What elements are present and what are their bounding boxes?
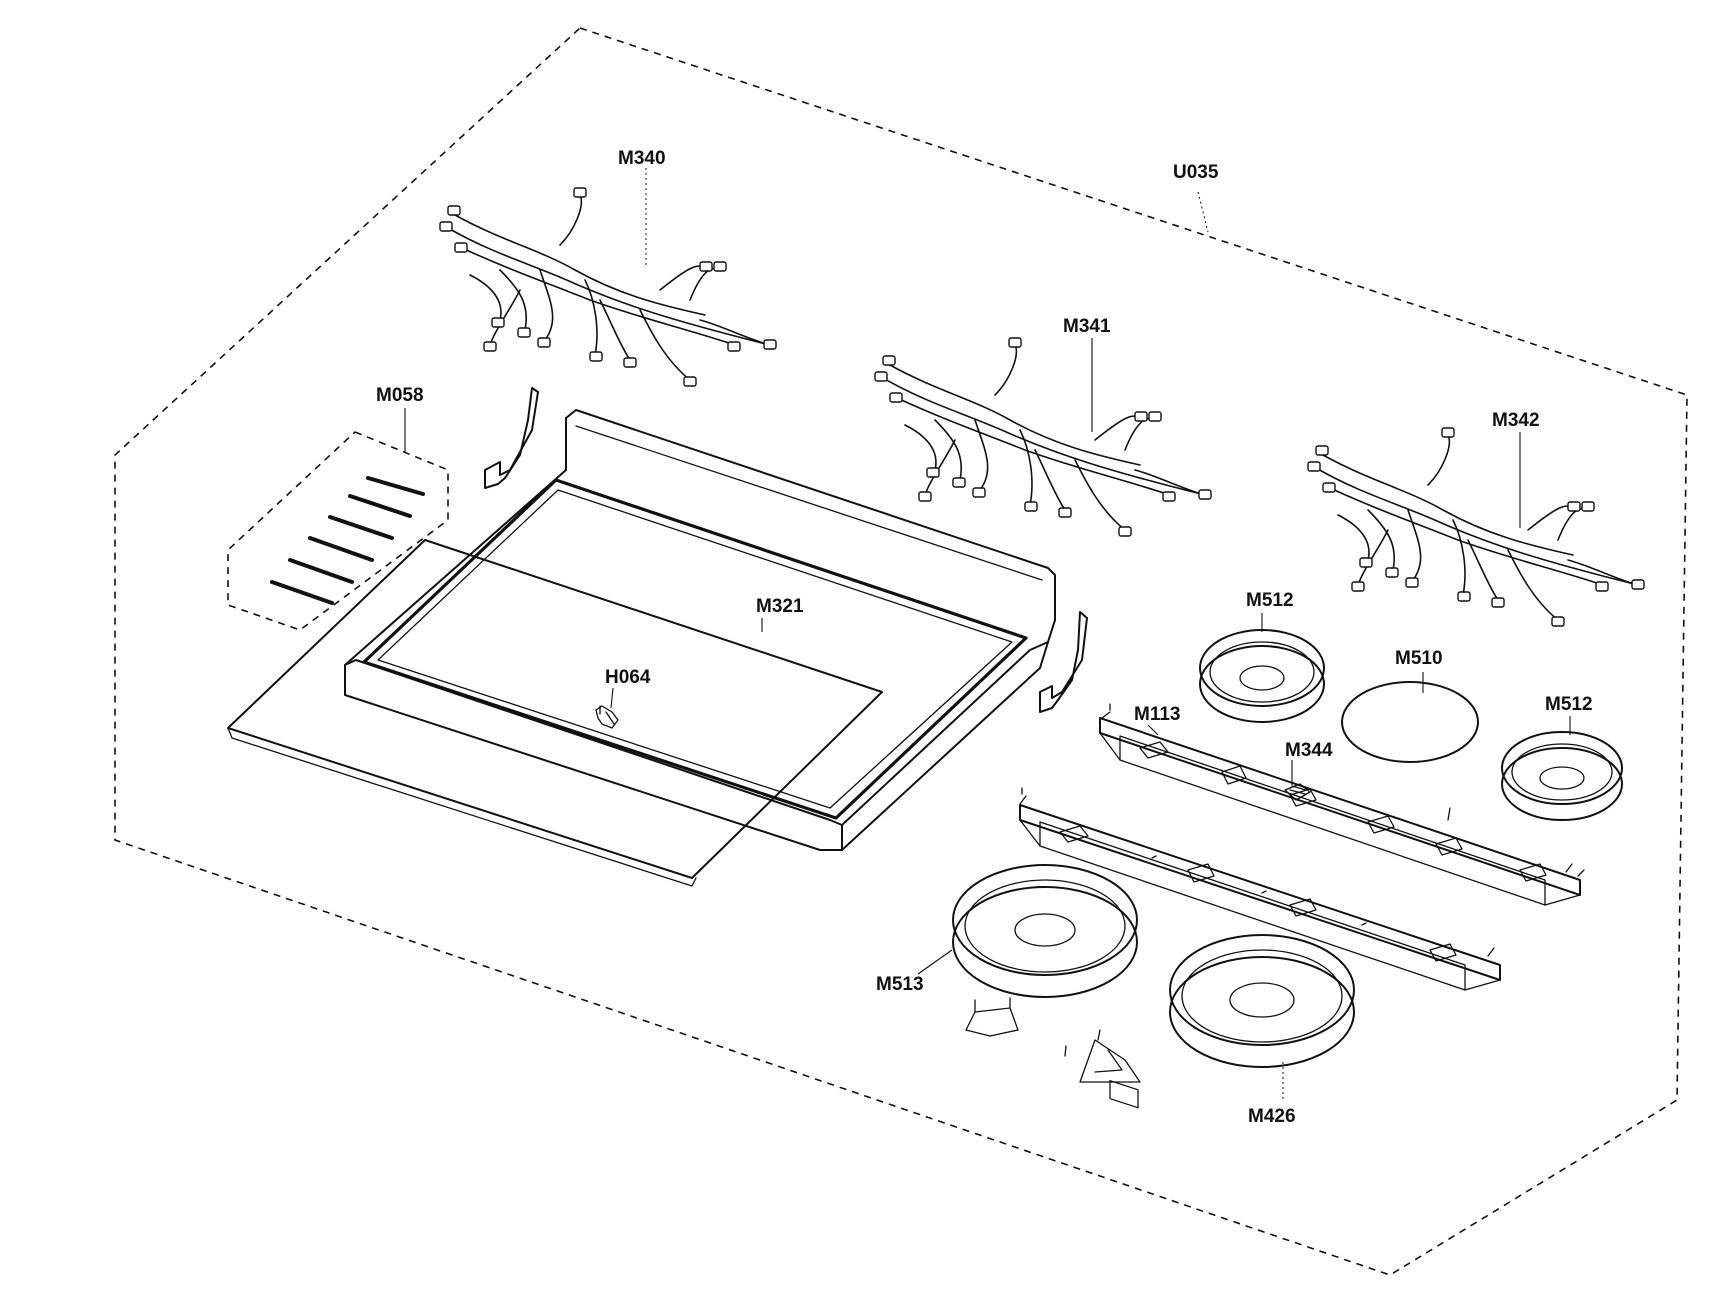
label-m512-right: M512 bbox=[1545, 694, 1593, 715]
drip-pan-m510 bbox=[1341, 681, 1479, 763]
cooktop-frame bbox=[344, 409, 1056, 851]
support-bar-lower bbox=[1019, 787, 1501, 991]
label-m342: M342 bbox=[1492, 410, 1540, 431]
part-labels: U035 M340 M341 M342 M058 M321 H064 M512 … bbox=[376, 148, 1593, 1127]
drip-ring-m513 bbox=[952, 864, 1138, 998]
label-m512-top: M512 bbox=[1246, 590, 1294, 611]
screw-h064 bbox=[595, 705, 619, 729]
drip-ring-m426 bbox=[1169, 934, 1355, 1068]
drip-ring-m512-right bbox=[1501, 731, 1623, 821]
label-m321: M321 bbox=[756, 596, 804, 617]
label-m341: M341 bbox=[1063, 316, 1111, 337]
wire-harness-m342 bbox=[1307, 427, 1645, 627]
leader-lines bbox=[404, 168, 1571, 1100]
vent-trim-m058 bbox=[227, 431, 449, 631]
label-m058: M058 bbox=[376, 385, 424, 406]
wire-harness-m341 bbox=[874, 337, 1212, 537]
right-end-bracket bbox=[1039, 611, 1088, 713]
label-m344: M344 bbox=[1285, 740, 1333, 761]
glass-top-m321 bbox=[227, 539, 883, 887]
label-u035: U035 bbox=[1173, 162, 1219, 183]
small-bracket-right bbox=[1064, 1029, 1141, 1083]
left-end-bracket bbox=[484, 387, 539, 489]
label-m510: M510 bbox=[1395, 648, 1443, 669]
label-m340: M340 bbox=[618, 148, 666, 169]
drip-ring-m512-top bbox=[1199, 629, 1325, 723]
assembly-boundary-u035 bbox=[114, 27, 1688, 1276]
switch-m344 bbox=[1284, 783, 1311, 801]
label-m426: M426 bbox=[1248, 1106, 1296, 1127]
label-m513: M513 bbox=[876, 974, 924, 995]
support-bar-m113 bbox=[1099, 703, 1585, 1109]
label-m113: M113 bbox=[1134, 704, 1180, 725]
label-h064: H064 bbox=[605, 667, 651, 688]
small-bracket-left bbox=[965, 997, 1019, 1037]
wire-harness-m340 bbox=[439, 187, 777, 387]
